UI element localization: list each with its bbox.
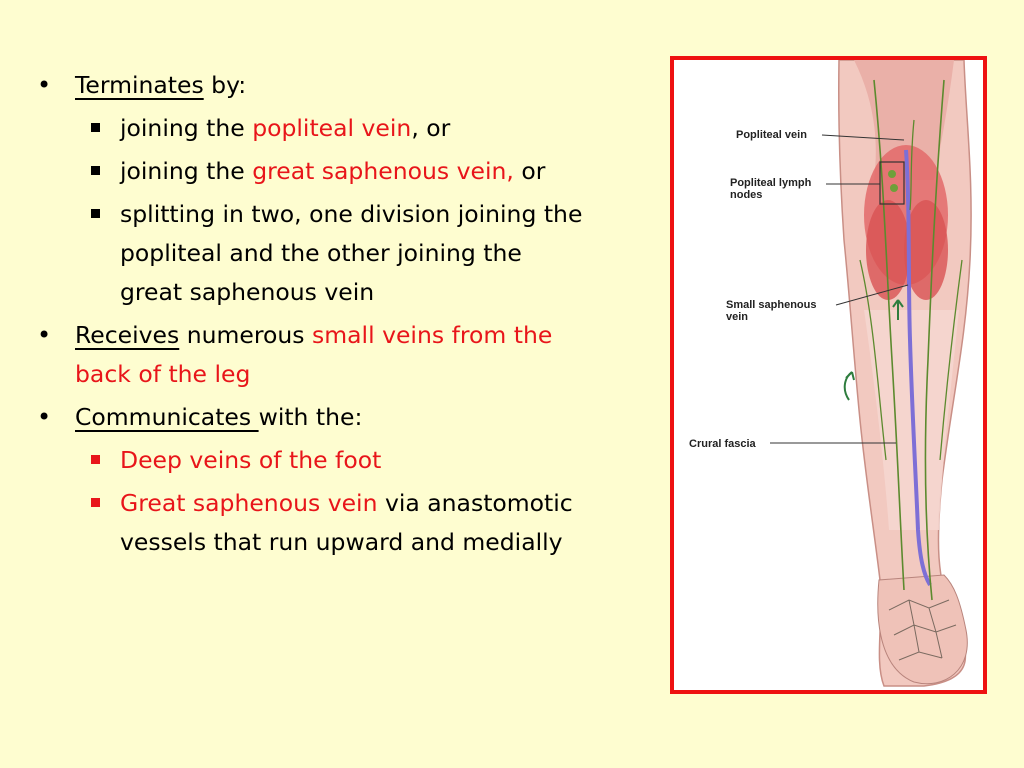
red-text: Deep veins of the foot (120, 446, 382, 474)
term-communicates: Communicates (75, 403, 259, 431)
text-line: great saphenous vein (120, 278, 375, 306)
arrow-head (892, 299, 904, 308)
label-nodes: nodes (730, 189, 762, 201)
sub-bullet-splitting: splitting in two, one division joining t… (0, 195, 672, 312)
text-line: splitting in two, one division joining t… (120, 200, 583, 228)
square-bullet (91, 123, 100, 132)
square-bullet (91, 209, 100, 218)
square-bullet (91, 455, 100, 464)
bullet-communicates: • Communicates with the: (0, 398, 672, 437)
text-by: by: (203, 71, 247, 99)
leg-anatomy-figure: Popliteal vein Popliteal lymph nodes Sma… (670, 56, 987, 694)
leader-line (835, 284, 909, 306)
square-bullet (91, 498, 100, 507)
text-line: vessels that run upward and medially (120, 528, 563, 556)
text: with the: (258, 403, 363, 431)
thigh-muscle (854, 60, 954, 180)
label-vein: vein (726, 311, 748, 323)
leg-illustration: Popliteal vein Popliteal lymph nodes Sma… (689, 60, 972, 687)
sub-bullet-anastomotic: Great saphenous vein via anastomotic ves… (0, 484, 672, 562)
bullet-dot: • (37, 403, 52, 431)
bullet-receives: • Receives numerous small veins from the… (0, 316, 672, 394)
arrow-head (845, 371, 855, 381)
gastrocnemius-right (904, 200, 948, 300)
small-saphenous-vein (904, 149, 932, 587)
label-crural-fascia: Crural fascia (689, 438, 757, 450)
label-popliteal-vein: Popliteal vein (736, 129, 807, 141)
sub-bullet-popliteal: joining the popliteal vein, or (0, 109, 672, 148)
gastrocnemius-left (866, 200, 910, 300)
square-bullet (91, 166, 100, 175)
lymph-node (890, 184, 898, 192)
sub-bullet-deep-veins: Deep veins of the foot (0, 441, 672, 480)
red-text: popliteal vein (252, 114, 412, 142)
lymph-vessel (873, 79, 905, 591)
label-popliteal-lymph: Popliteal lymph (730, 177, 812, 189)
red-text: great saphenous vein, (252, 157, 514, 185)
text: joining the (120, 157, 253, 185)
lymph-vessel (924, 79, 945, 601)
foot-vessel-network (888, 599, 957, 661)
red-text: back of the leg (75, 360, 251, 388)
lymph-node (888, 170, 896, 178)
text: numerous (179, 321, 312, 349)
term-receives: Receives (75, 321, 180, 349)
leader-line (821, 134, 905, 141)
text: joining the (120, 114, 253, 142)
sub-bullet-great-saphenous: joining the great saphenous vein, or (0, 152, 672, 191)
lymph-vessel (859, 119, 963, 461)
text: , or (411, 114, 451, 142)
term-terminates: Terminates (75, 71, 204, 99)
bullet-terminates: • Terminates by: (0, 66, 672, 105)
bullet-dot: • (37, 71, 52, 99)
red-text: small veins from the (312, 321, 553, 349)
bullet-list: • Terminates by: joining the popliteal v… (0, 66, 672, 562)
lymph-node-box (879, 161, 905, 205)
bullet-dot: • (37, 321, 52, 349)
text: or (513, 157, 546, 185)
text-line: popliteal and the other joining the (120, 239, 522, 267)
red-text: Great saphenous vein (120, 489, 378, 517)
label-small-saphenous: Small saphenous (726, 299, 816, 311)
text: via anastomotic (377, 489, 573, 517)
